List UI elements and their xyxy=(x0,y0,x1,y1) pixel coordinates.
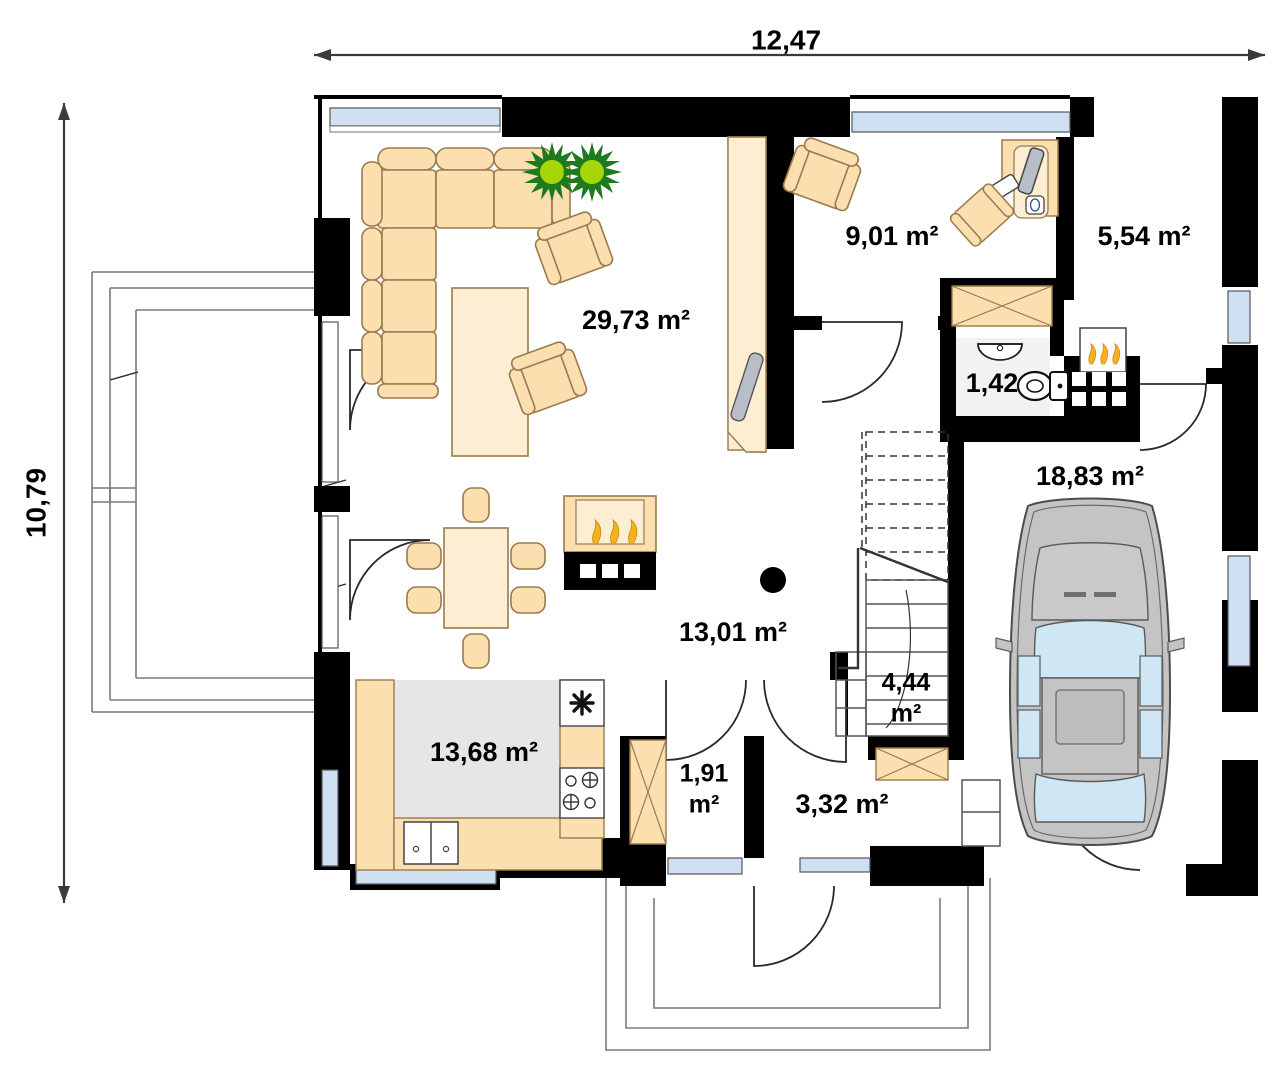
window-bedroom-north xyxy=(851,111,1071,133)
car xyxy=(995,497,1185,846)
room-label-hall: 13,01 m² xyxy=(679,617,787,647)
cooktop xyxy=(559,767,605,819)
cabinet-vestibule-east xyxy=(961,779,1001,847)
bedroom-furniture xyxy=(781,133,1059,247)
dimension-label-width: 12,47 xyxy=(751,24,821,55)
column xyxy=(760,567,786,593)
closet-vestibule xyxy=(875,747,949,781)
room-label-stairs-unit: m² xyxy=(891,700,922,728)
window-garage-east xyxy=(1227,555,1251,667)
door-bedroom xyxy=(821,321,903,403)
snowflake-icon xyxy=(569,690,595,716)
staircase xyxy=(835,431,949,737)
sectional-sofa xyxy=(361,147,571,399)
sunroof xyxy=(1055,689,1125,745)
window-living-west-upper xyxy=(321,321,339,483)
room-label-pantry: 1,91 xyxy=(680,760,729,788)
boiler xyxy=(1079,327,1127,373)
window-pantry-south xyxy=(667,857,743,875)
hood-vents xyxy=(1064,592,1116,597)
dining-table xyxy=(443,527,509,629)
window-office-east xyxy=(1227,290,1251,344)
toilet xyxy=(1016,370,1069,402)
room-label-bedroom: 9,01 m² xyxy=(845,221,938,251)
potted-plant xyxy=(562,142,622,202)
entry-porch-outline xyxy=(605,878,991,1051)
room-label-garage: 18,83 m² xyxy=(1036,461,1144,491)
door-pantry xyxy=(665,679,747,761)
built-in-wardrobe xyxy=(727,136,767,453)
terrace-outline xyxy=(91,271,318,713)
washbasin xyxy=(977,343,1023,361)
monitor xyxy=(1017,147,1045,195)
mouse xyxy=(1025,195,1045,215)
door-vestibule-hall xyxy=(763,679,847,763)
door-entry-east xyxy=(1139,383,1207,451)
room-label-stairs: 4,44 xyxy=(882,669,931,697)
mirror-right xyxy=(1167,637,1185,653)
kitchen-counter-west xyxy=(355,679,395,871)
closet-pantry xyxy=(629,739,667,845)
dimension-label-height: 10,79 xyxy=(20,468,51,538)
dining-set xyxy=(406,487,546,669)
rear-window xyxy=(1033,773,1147,823)
wc-fixtures xyxy=(977,343,1069,402)
window-kitchen-west xyxy=(321,769,339,867)
windows xyxy=(321,107,1251,885)
burners xyxy=(562,771,599,811)
room-label-living: 29,73 m² xyxy=(582,305,690,335)
kitchen-fixtures xyxy=(355,679,605,871)
window-living-north xyxy=(329,107,501,127)
terrace-step-marks xyxy=(109,371,347,593)
room-label-kitchen: 13,68 m² xyxy=(430,737,538,767)
room-label-office: 5,54 m² xyxy=(1097,221,1190,251)
mirror-left xyxy=(995,637,1013,653)
door-entry-main xyxy=(753,885,835,967)
fireplace xyxy=(563,495,657,590)
window-vestibule-south xyxy=(799,857,871,873)
room-label-vestibule: 3,32 m² xyxy=(795,789,888,819)
window-living-west-lower xyxy=(321,515,339,649)
tile-grid xyxy=(1072,372,1126,406)
windshield xyxy=(1033,619,1147,679)
closet-bedroom xyxy=(951,285,1053,327)
room-label-pantry-unit: m² xyxy=(689,791,720,819)
room-label-wc: 1,42 xyxy=(966,368,1019,398)
dimension-top xyxy=(314,49,1265,61)
door-living-west-2 xyxy=(349,539,431,621)
dimension-left xyxy=(58,103,70,903)
